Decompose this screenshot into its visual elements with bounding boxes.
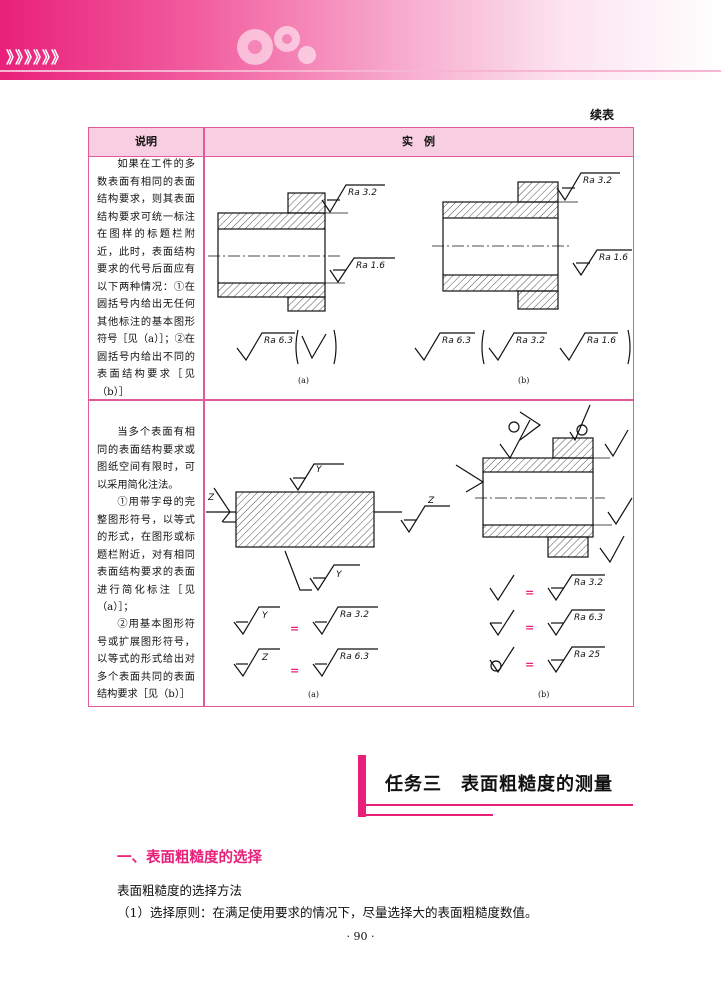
label-2a-ra63: Ra 6.3 <box>340 652 369 662</box>
label-1a-ra16: Ra 1.6 <box>356 261 385 271</box>
section-underline-long <box>358 804 633 806</box>
label-2a-z-left: Z <box>207 493 215 503</box>
equals-2b-2: = <box>525 621 534 634</box>
caption-2a: (a) <box>308 690 319 699</box>
label-1a-ra32: Ra 3.2 <box>348 188 377 198</box>
rules-table: 说明 实 例 如果在工件的多数表面有相同的表面结构要求，则其表面结构要求可统一标… <box>88 127 634 707</box>
drawing-2a-block <box>235 491 375 548</box>
label-2a-z-right: Z <box>427 496 435 506</box>
page-header-band <box>0 0 721 80</box>
equals-2a-2: = <box>290 664 299 677</box>
label-1a-ra63: Ra 6.3 <box>264 336 293 346</box>
label-1b-ra16: Ra 1.6 <box>587 336 616 346</box>
label-1b-ra32: Ra 3.2 <box>516 336 545 346</box>
label-1b-ra63: Ra 6.3 <box>442 336 471 346</box>
label-2a-y-bottom: Y <box>336 570 343 580</box>
continued-label: 续表 <box>590 108 615 122</box>
heading-selection: 一、表面粗糙度的选择 <box>117 850 262 866</box>
paragraph-method: 表面粗糙度的选择方法 <box>117 883 243 898</box>
equals-2a-1: = <box>290 622 299 635</box>
label-2a-ra32: Ra 3.2 <box>340 610 369 620</box>
page-number: · 90 · <box>346 930 375 943</box>
header-rule <box>0 70 721 72</box>
row2-description-p1: 当多个表面有相同的表面结构要求或图纸空间有限时，可以采用简化注法。 <box>97 427 195 491</box>
paragraph-principle: （1）选择原则：在满足使用要求的情况下，尽量选择大的表面粗糙度数值。 <box>117 905 538 920</box>
label-2a-y-top: Y <box>316 465 323 475</box>
row2-description-p3: ②用基本图形符号或扩展图形符号，以等式的形式给出对多个表面共同的表面结构要求［见… <box>97 619 195 700</box>
caption-1a: (a) <box>298 376 309 385</box>
row2-description-p2: ①用带字母的完整图形符号，以等式的形式，在图形或标题栏附近，对有相同表面结构要求… <box>97 497 195 613</box>
col-header-example: 实 例 <box>204 128 633 157</box>
equals-2b-1: = <box>525 586 534 599</box>
section-accent-bar <box>358 755 366 817</box>
drawing-1a-part <box>208 192 348 312</box>
equals-2b-3: = <box>525 658 534 671</box>
label-2b-ra32: Ra 3.2 <box>574 578 603 588</box>
label-2a-y-eq: Y <box>262 611 269 621</box>
drawing-2b-part <box>475 437 612 558</box>
row-divider <box>89 399 633 401</box>
label-1b-ra16-right: Ra 1.6 <box>599 253 628 263</box>
section-title: 任务三 表面粗糙度的测量 <box>385 774 613 795</box>
label-2b-ra63: Ra 6.3 <box>574 613 603 623</box>
drawing-1b-part <box>432 181 578 310</box>
chevron-decoration: 》》》》》》 <box>6 48 69 67</box>
caption-2b: (b) <box>538 690 549 699</box>
label-2b-ra25: Ra 25 <box>574 650 600 660</box>
section-underline-short <box>358 814 493 816</box>
label-2a-z-eq: Z <box>261 653 269 663</box>
caption-1b: (b) <box>518 376 529 385</box>
gear-icon <box>237 26 316 65</box>
column-divider <box>203 128 205 706</box>
col-header-description: 说明 <box>89 128 203 157</box>
label-1b-ra32-top: Ra 3.2 <box>583 176 612 186</box>
row1-description: 如果在工件的多数表面有相同的表面结构要求，则其表面结构要求可统一标注在图样的标题… <box>97 159 195 398</box>
